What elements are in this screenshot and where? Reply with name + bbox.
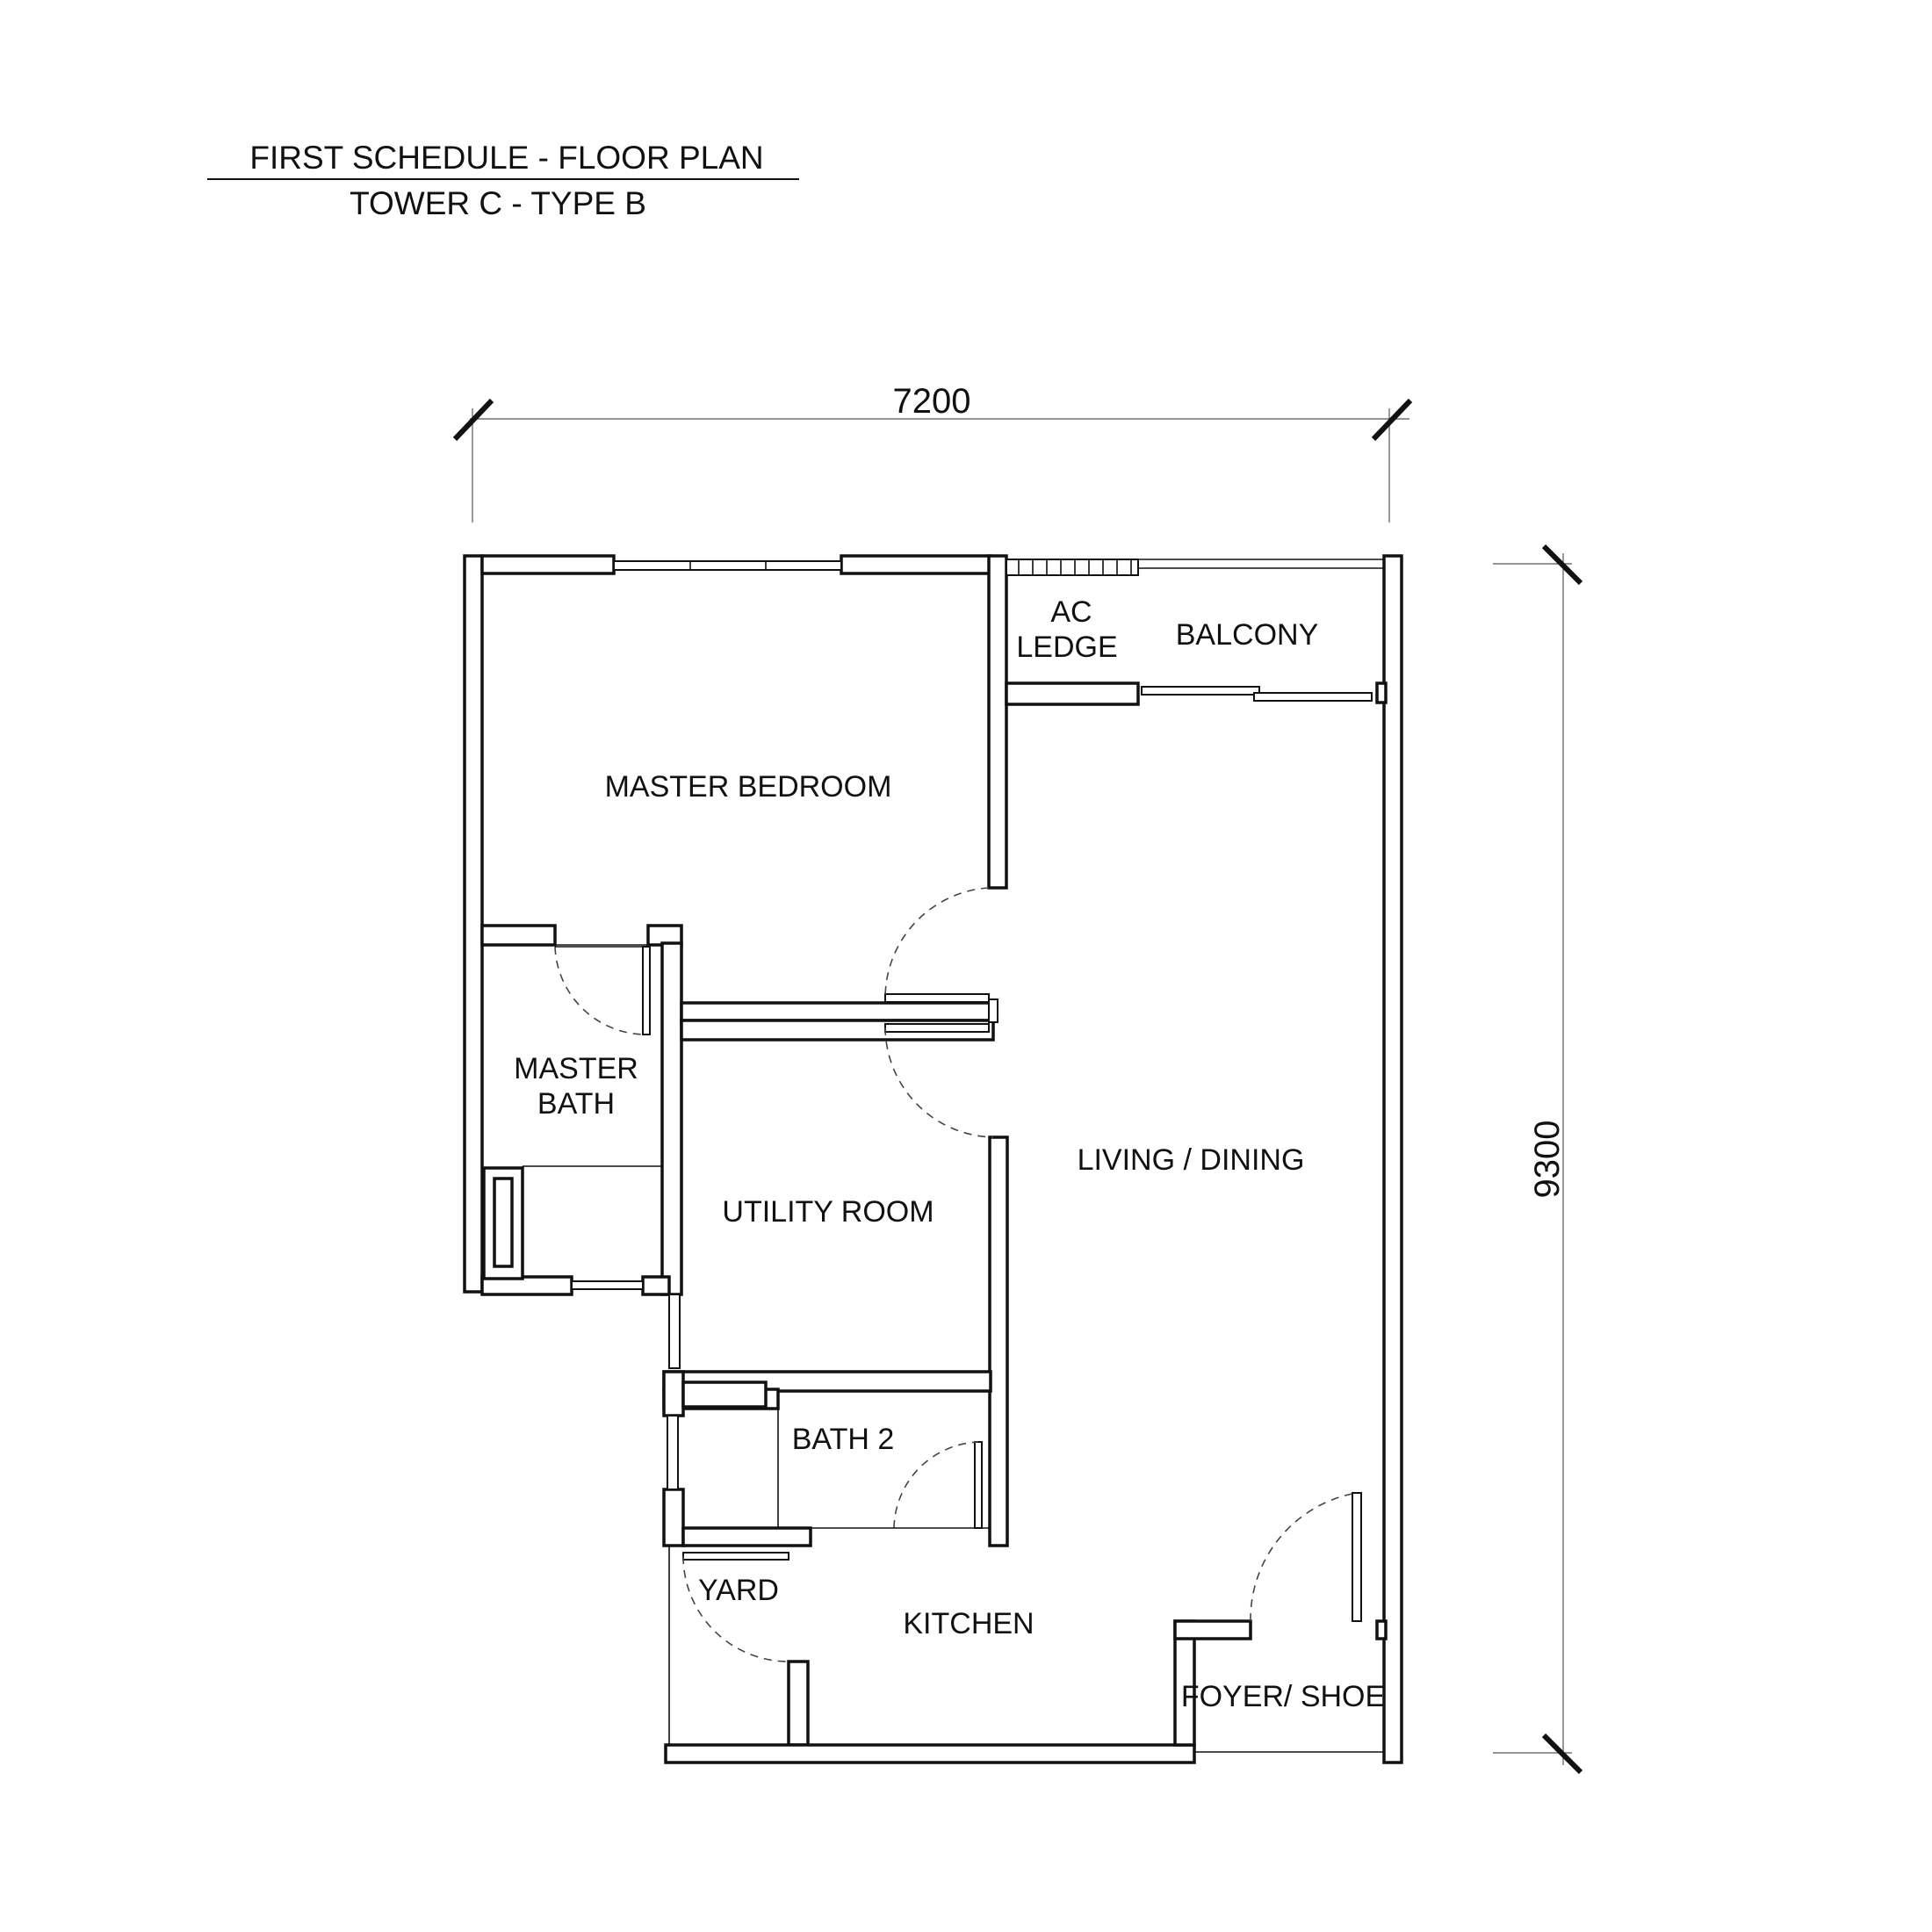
room-labels: AC LEDGE BALCONY MASTER BEDROOM MASTER B… xyxy=(514,595,1385,1713)
windows xyxy=(571,559,1384,1561)
room-label-ac-ledge-2: LEDGE xyxy=(1016,631,1117,664)
width-dimension-label: 7200 xyxy=(893,382,971,421)
doors xyxy=(554,887,1384,1753)
room-label-master-bedroom: MASTER BEDROOM xyxy=(605,770,892,804)
room-label-kitchen: KITCHEN xyxy=(903,1607,1034,1640)
room-label-yard: YARD xyxy=(698,1574,779,1607)
room-label-master-bath-1: MASTER xyxy=(514,1052,638,1085)
wall-lining xyxy=(482,703,1007,946)
height-dimension: 9300 xyxy=(1493,544,1583,1775)
room-label-living-dining: LIVING / DINING xyxy=(1078,1143,1305,1177)
room-label-foyer: FOYER/ SHOE xyxy=(1181,1680,1385,1713)
title-block: FIRST SCHEDULE - FLOOR PLAN TOWER C - TY… xyxy=(207,140,799,221)
width-dimension: 7200 xyxy=(452,382,1413,523)
room-label-ac-ledge-1: AC xyxy=(1050,595,1092,629)
height-dimension-label: 9300 xyxy=(1528,1121,1567,1199)
room-label-master-bath-2: BATH xyxy=(537,1087,615,1121)
title-line-2: TOWER C - TYPE B xyxy=(350,185,646,221)
walls xyxy=(463,554,1403,1764)
title-line-1: FIRST SCHEDULE - FLOOR PLAN xyxy=(249,140,763,176)
room-label-utility-room: UTILITY ROOM xyxy=(722,1195,934,1229)
room-label-balcony: BALCONY xyxy=(1176,618,1319,652)
room-label-bath-2: BATH 2 xyxy=(792,1423,895,1456)
fixtures xyxy=(482,1165,779,1745)
